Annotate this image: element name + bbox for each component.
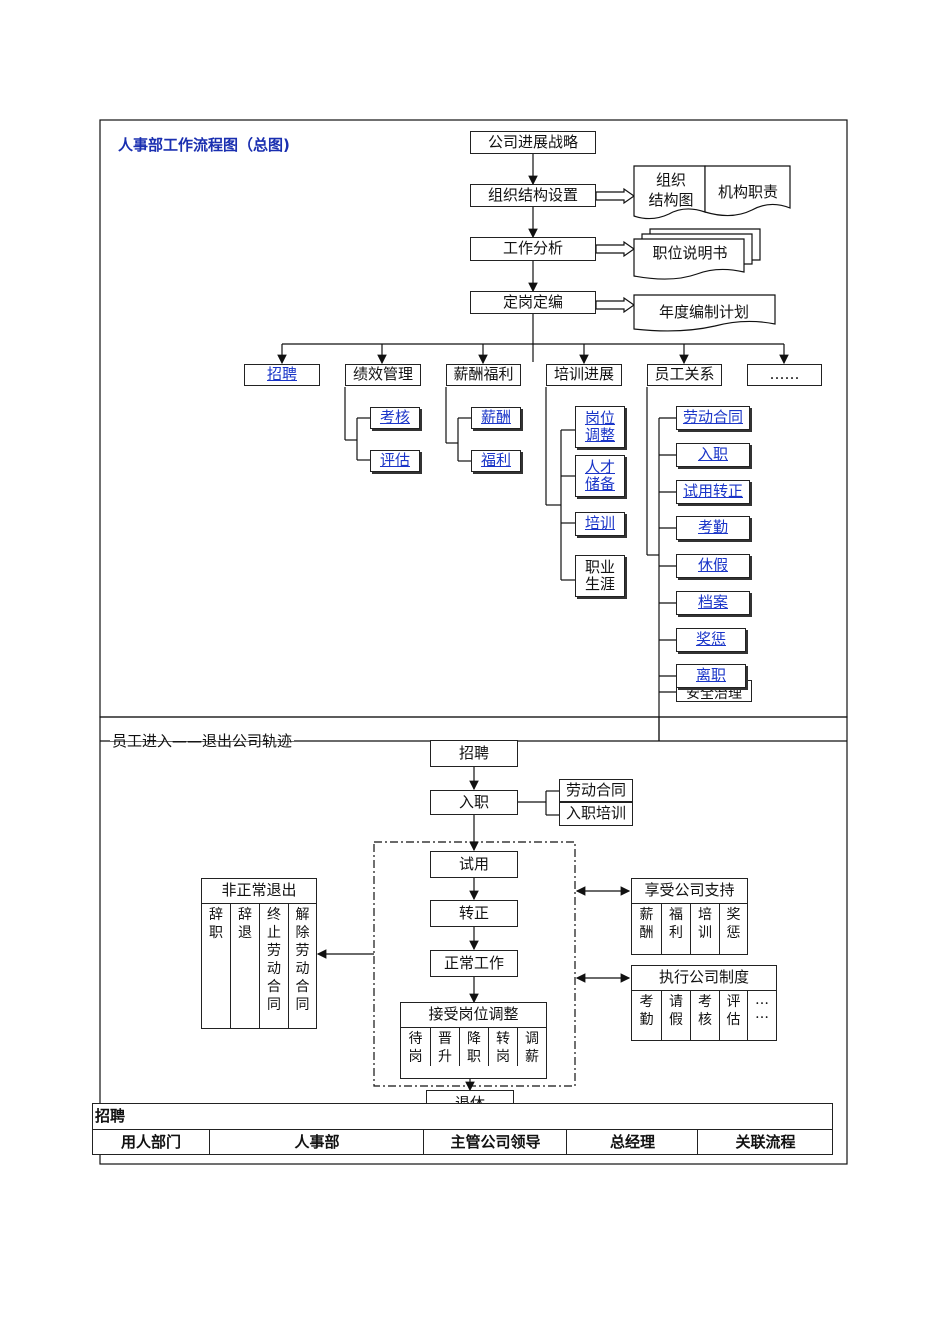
- flow-regularize: 转正: [430, 900, 518, 927]
- item-evaluation[interactable]: 评估: [370, 450, 420, 472]
- item-welfare[interactable]: 福利: [471, 450, 521, 472]
- attendance-link[interactable]: 考勤: [697, 518, 728, 537]
- support-table: 享受公司支持 薪 酬 福 利 培 训 奖 惩: [631, 878, 748, 955]
- page-title: 人事部工作流程图（总图): [118, 136, 290, 154]
- item-job-adjust[interactable]: 岗位 调整: [575, 406, 625, 448]
- salary-link[interactable]: 薪酬: [480, 408, 511, 427]
- org-structure-box: 组织结构设置: [470, 184, 596, 207]
- branch-more: ……: [747, 364, 822, 386]
- org-chart-doc: 组织 结构图: [648, 171, 694, 209]
- rules-table: 执行公司制度 考 勤 请 假 考 核 评 估 … …: [631, 965, 777, 1041]
- staffing-box: 定岗定编: [470, 291, 596, 314]
- strategy-box: 公司进展战略: [470, 131, 596, 154]
- evaluation-link[interactable]: 评估: [379, 451, 410, 470]
- rules-appraisal: 考 核: [690, 991, 719, 1041]
- welfare-link[interactable]: 福利: [480, 451, 511, 470]
- adjust-salary: 调 薪: [517, 1028, 546, 1066]
- probation-link[interactable]: 试用转正: [682, 482, 743, 501]
- item-labor-contract[interactable]: 劳动合同: [676, 406, 750, 430]
- doc-onboard-training: 入职培训: [559, 802, 633, 826]
- col-hr-dept: 人事部: [209, 1130, 424, 1155]
- branch-salary: 薪酬福利: [446, 364, 521, 386]
- appraisal-link[interactable]: 考核: [379, 408, 410, 427]
- reward-link[interactable]: 奖惩: [695, 630, 726, 649]
- branch-training: 培训进展: [546, 364, 622, 386]
- support-title: 享受公司支持: [632, 879, 747, 904]
- item-attendance[interactable]: 考勤: [676, 516, 750, 540]
- job-analysis-box: 工作分析: [470, 237, 596, 261]
- abnormal-exit-title: 非正常退出: [202, 879, 316, 904]
- org-duty-doc: 机构职责: [717, 183, 778, 201]
- talent-reserve-link[interactable]: 人才 储备: [584, 457, 615, 493]
- rules-attendance: 考 勤: [639, 994, 654, 1028]
- annual-plan-doc: 年度编制计划: [658, 303, 749, 321]
- item-leave[interactable]: 休假: [676, 554, 750, 578]
- col-user-dept: 用人部门: [120, 1133, 181, 1151]
- recruit-link[interactable]: 招聘: [266, 365, 297, 384]
- rules-more: … …: [747, 991, 776, 1041]
- labor-contract-link[interactable]: 劳动合同: [682, 408, 743, 427]
- exit-resign: 辞 职: [209, 907, 223, 941]
- exit-dismiss: 辞 退: [230, 904, 259, 1029]
- rules-leave: 请 假: [661, 991, 690, 1041]
- exit-rescind: 解 除 劳 动 合 同: [288, 904, 316, 1029]
- item-salary[interactable]: 薪酬: [471, 407, 521, 429]
- recruit-table-title: 招聘: [93, 1104, 832, 1130]
- adjust-demote: 降 职: [459, 1028, 488, 1066]
- col-gm: 总经理: [566, 1130, 698, 1155]
- rules-evaluation: 评 估: [719, 991, 747, 1041]
- item-training[interactable]: 培训: [575, 512, 625, 536]
- branch-recruit[interactable]: 招聘: [244, 364, 320, 386]
- item-talent-reserve[interactable]: 人才 储备: [575, 455, 625, 497]
- archive-link[interactable]: 档案: [697, 593, 728, 612]
- resign-link[interactable]: 离职: [695, 666, 726, 685]
- training-link[interactable]: 培训: [584, 514, 615, 533]
- adjust-transfer: 转 岗: [488, 1028, 517, 1066]
- flow-recruit: 招聘: [430, 740, 518, 767]
- flow-onboard: 入职: [430, 790, 518, 815]
- rules-title: 执行公司制度: [632, 966, 776, 991]
- support-training: 培 训: [690, 904, 719, 955]
- item-probation[interactable]: 试用转正: [676, 480, 750, 504]
- recruit-table: 招聘 用人部门 人事部 主管公司领导 总经理 关联流程: [92, 1103, 833, 1155]
- adjust-table: 接受岗位调整 待 岗 晋 升 降 职 转 岗 调 薪: [400, 1002, 547, 1079]
- adjust-standby: 待 岗: [408, 1031, 423, 1065]
- abnormal-exit-table: 非正常退出 辞 职 辞 退 终 止 劳 动 合 同 解 除 劳 动 合 同: [201, 878, 317, 1029]
- item-resign[interactable]: 离职: [676, 664, 746, 688]
- adjust-title: 接受岗位调整: [401, 1003, 546, 1028]
- bottom-heading: 员工进入——退出公司轨迹: [110, 732, 295, 750]
- job-description-doc: 职位说明书: [652, 244, 728, 262]
- exit-terminate: 终 止 劳 动 合 同: [259, 904, 288, 1029]
- col-related: 关联流程: [697, 1130, 833, 1155]
- leave-link[interactable]: 休假: [697, 556, 728, 575]
- item-appraisal[interactable]: 考核: [370, 407, 420, 429]
- item-onboard[interactable]: 入职: [676, 443, 750, 467]
- flow-probation: 试用: [430, 851, 518, 878]
- branch-performance: 绩效管理: [345, 364, 421, 386]
- col-leader: 主管公司领导: [423, 1130, 567, 1155]
- onboard-link[interactable]: 入职: [697, 445, 728, 464]
- support-welfare: 福 利: [661, 904, 690, 955]
- adjust-promote: 晋 升: [430, 1028, 459, 1066]
- item-career: 职业 生涯: [575, 555, 625, 597]
- item-archive[interactable]: 档案: [676, 591, 750, 615]
- doc-labor-contract: 劳动合同: [559, 779, 633, 802]
- item-reward[interactable]: 奖惩: [676, 628, 746, 652]
- job-adjust-link[interactable]: 岗位 调整: [584, 408, 615, 444]
- support-salary: 薪 酬: [639, 907, 654, 941]
- support-reward: 奖 惩: [719, 904, 747, 955]
- branch-relations: 员工关系: [647, 364, 722, 386]
- flow-normal-work: 正常工作: [430, 950, 518, 977]
